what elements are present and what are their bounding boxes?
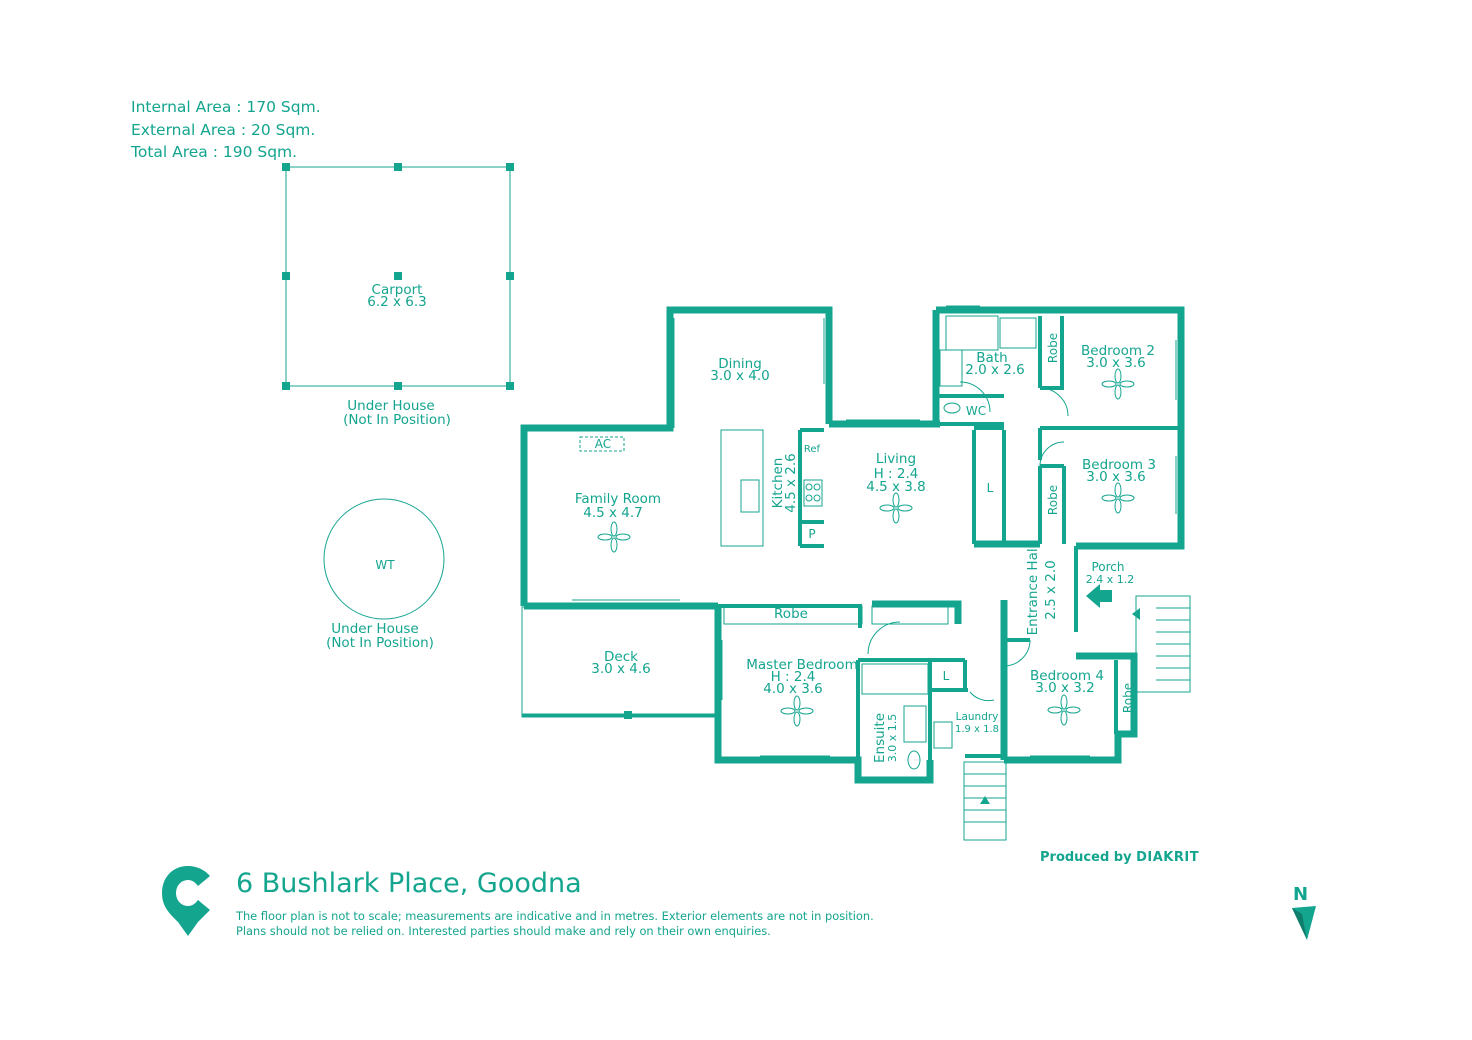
robe-master-label: Robe [774, 606, 808, 622]
ac-unit [579, 436, 625, 452]
entrance-dims: 2.5 x 2.0 [1043, 560, 1059, 620]
producer-prefix: Produced by [1040, 850, 1132, 865]
robe-b2-label: Robe [1046, 333, 1060, 363]
under-house-1-line1: Under House [347, 398, 434, 414]
total-area: Total Area : 190 Sqm. [131, 143, 298, 161]
wc-label: WC [966, 404, 986, 418]
living-height: H : 2.4 [874, 466, 919, 482]
master-height: H : 2.4 [771, 669, 816, 685]
bedroom4-dims: 3.0 x 3.2 [1035, 680, 1095, 696]
linen2-label: L [943, 669, 950, 683]
bath-dims: 2.0 x 2.6 [965, 362, 1025, 378]
kitchen-dims: 4.5 x 2.6 [783, 453, 799, 513]
door-swings [867, 381, 1069, 702]
ensuite-dims: 3.0 x 1.5 [886, 714, 899, 763]
pantry-label: P [808, 527, 815, 541]
master-label: Master Bedroom [746, 657, 857, 673]
under-house-2-line2: (Not In Position) [326, 635, 434, 651]
brand-logo [162, 866, 210, 936]
entrance-label: Entrance Hall [1025, 545, 1041, 636]
bedroom3-label: Bedroom 3 [1082, 457, 1156, 473]
kitchen-label: Kitchen [770, 458, 786, 509]
carport-posts [282, 163, 514, 390]
laundry-label: Laundry [956, 711, 999, 723]
laundry-dims: 1.9 x 1.8 [955, 724, 999, 735]
under-house-2-line1: Under House [331, 621, 418, 637]
carport-dims: 6.2 x 6.3 [367, 294, 427, 310]
ceiling-fans [597, 368, 1135, 727]
porch-label: Porch [1091, 560, 1124, 574]
ac-label: AC [595, 437, 611, 451]
exterior-walls [520, 306, 1185, 784]
disclaimer-line1: The floor plan is not to scale; measurem… [236, 909, 874, 923]
bedroom3-dims: 3.0 x 3.6 [1086, 469, 1146, 485]
water-tank [323, 498, 445, 620]
north-arrow-icon [1292, 906, 1316, 940]
dining-label: Dining [718, 356, 762, 372]
robe-b3-label: Robe [1046, 485, 1060, 515]
porch-dims: 2.4 x 1.2 [1086, 573, 1135, 586]
producer-brand: DIAKRIT [1136, 850, 1200, 865]
carport-label: Carport [372, 282, 423, 298]
robe-b4-label: Robe [1121, 683, 1135, 713]
disclaimer: The floor plan is not to scale; measurem… [236, 909, 874, 939]
area-summary: Internal Area : 170 Sqm. External Area :… [131, 96, 321, 164]
property-address: 6 Bushlark Place, Goodna [236, 868, 582, 899]
bedroom2-dims: 3.0 x 3.6 [1086, 355, 1146, 371]
dining-dims: 3.0 x 4.0 [710, 368, 770, 384]
entry-arrow [1086, 584, 1112, 608]
external-area: External Area : 20 Sqm. [131, 120, 316, 139]
north-label: N [1293, 884, 1309, 905]
master-dims: 4.0 x 3.6 [763, 681, 823, 697]
disclaimer-line2: Plans should not be relied on. Intereste… [236, 924, 771, 938]
deck-label: Deck [604, 649, 638, 665]
under-house-1-line2: (Not In Position) [343, 412, 451, 428]
bath-label: Bath [976, 350, 1007, 366]
deck-dims: 3.0 x 4.6 [591, 661, 651, 677]
wt-label: WT [375, 558, 395, 572]
ref-label: Ref [804, 444, 821, 455]
rear-steps [963, 761, 1007, 841]
family-dims: 4.5 x 4.7 [583, 505, 643, 521]
kitchen-island [720, 429, 764, 547]
linen1-label: L [987, 481, 994, 495]
bedroom2-label: Bedroom 2 [1081, 343, 1155, 359]
family-label: Family Room [575, 491, 661, 507]
producer-credit: Produced by DIAKRIT [1040, 850, 1199, 865]
living-dims: 4.5 x 3.8 [866, 479, 926, 495]
living-label: Living [876, 451, 916, 467]
windows [572, 305, 1177, 781]
internal-area: Internal Area : 170 Sqm. [131, 98, 321, 116]
bedroom4-label: Bedroom 4 [1030, 668, 1104, 684]
ensuite-label: Ensuite [872, 713, 888, 763]
